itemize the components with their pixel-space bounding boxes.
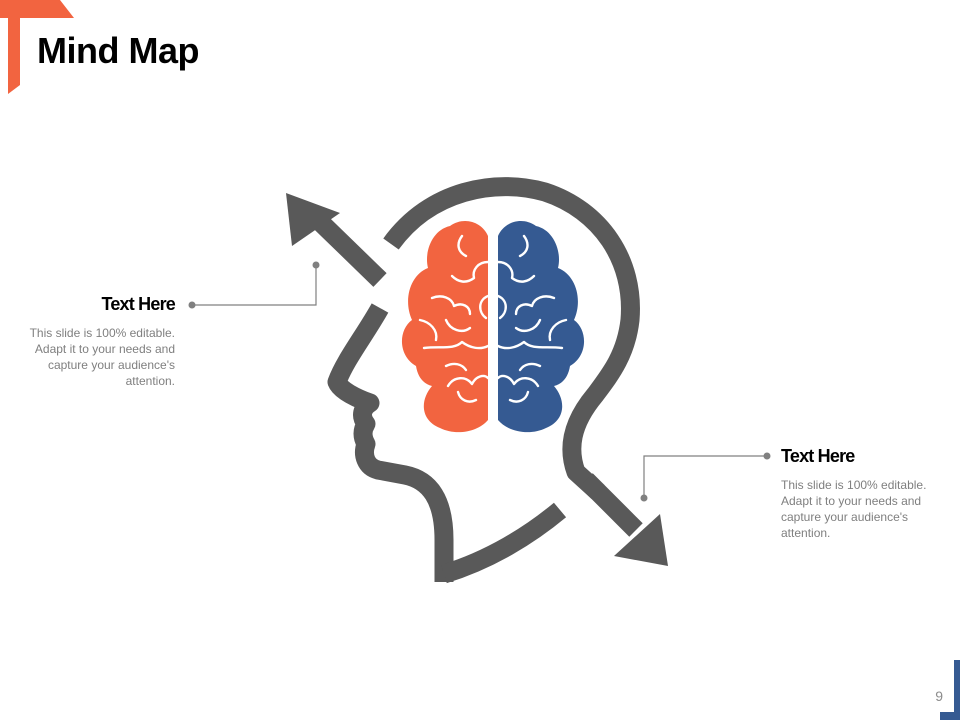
arrow-up-left-icon [286,193,387,287]
corner-accent-top-left [0,0,74,94]
arrow-down-right-icon [579,473,668,566]
callout-heading: Text Here [781,446,855,466]
page-title: Mind Map [37,30,199,71]
callout-body: This slide is 100% editable. Adapt it to… [781,478,927,540]
connector-left [188,261,320,309]
callout-body: This slide is 100% editable. Adapt it to… [29,326,175,388]
callout-heading: Text Here [101,294,175,314]
head-profile-icon [327,177,640,584]
callout-left: Text Here This slide is 100% editable. A… [10,294,176,389]
callout-right: Text Here This slide is 100% editable. A… [781,446,946,541]
corner-accent-bottom-right [940,660,960,720]
connector-right [640,452,771,502]
brain-icon [401,221,585,433]
page-number: 9 [935,688,943,704]
